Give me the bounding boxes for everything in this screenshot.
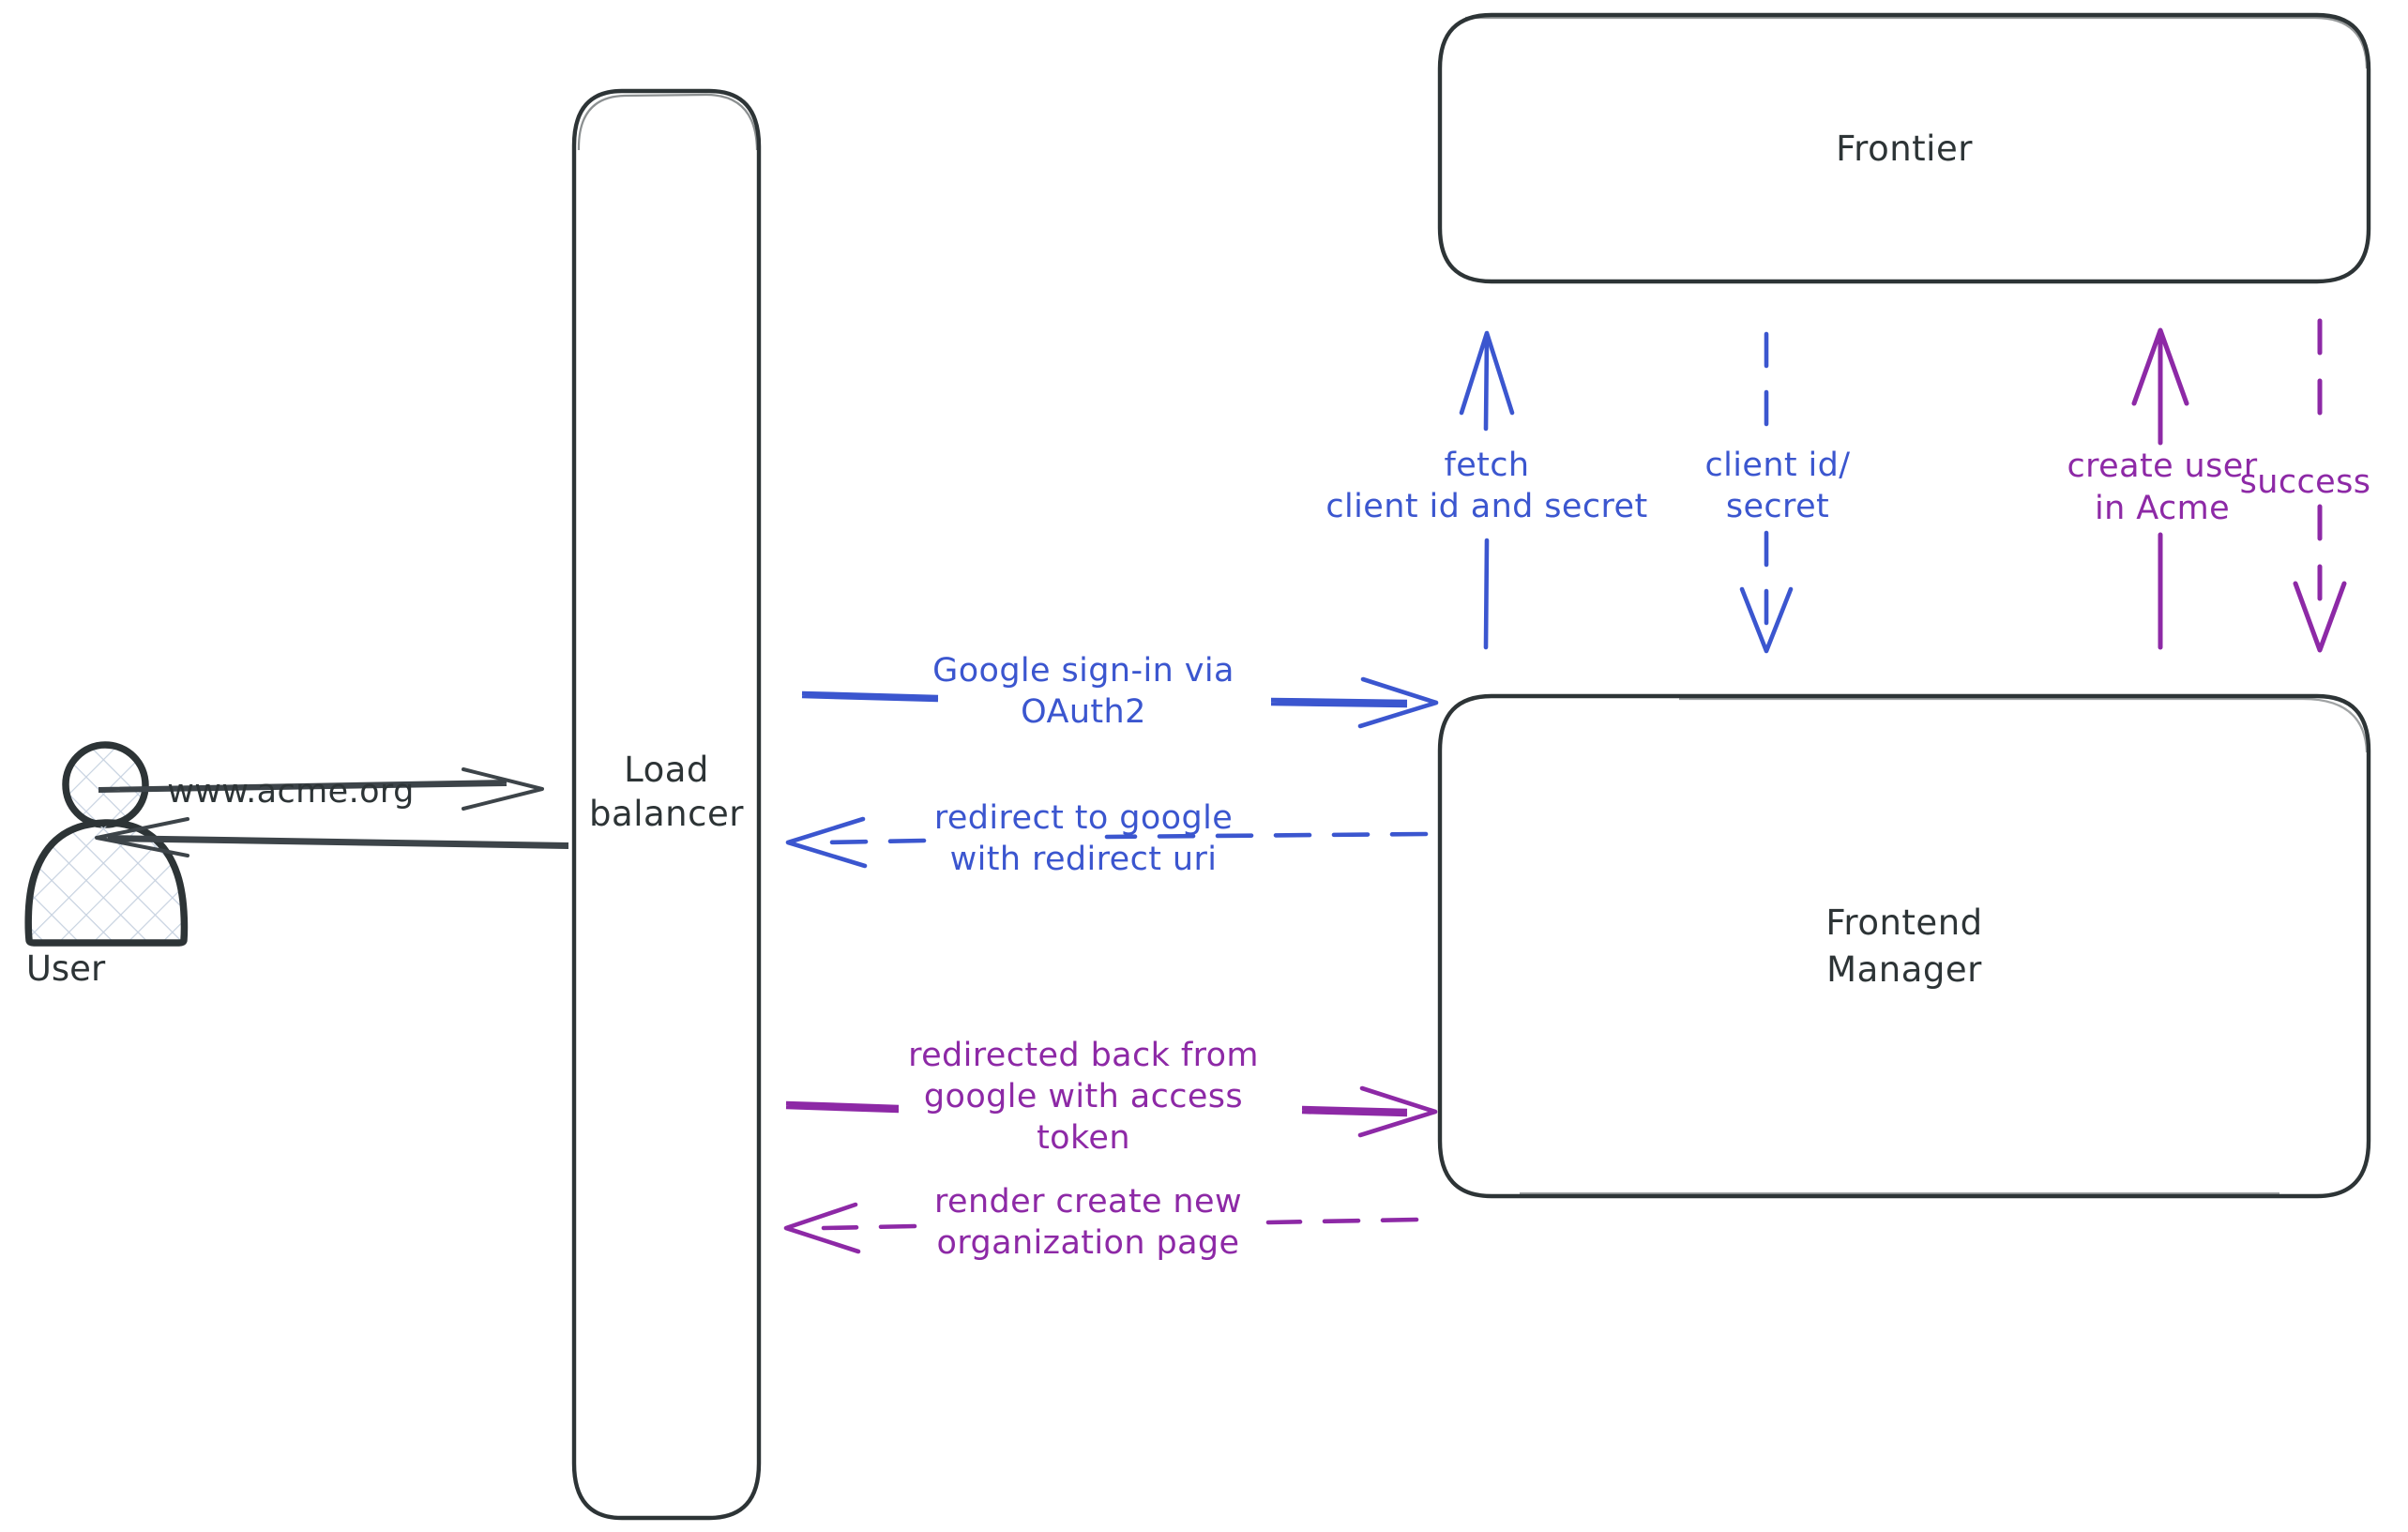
edge-frontier-to-fm-success: [2293, 318, 2347, 653]
user-actor-icon: [24, 741, 189, 947]
node-frontier[interactable]: [1437, 12, 2371, 284]
edge-frontier-to-fm-creds: [1739, 331, 1794, 654]
edge-lb-to-user: [95, 817, 569, 857]
edge-user-to-lb: [98, 767, 544, 811]
edge-fm-to-lb-redirect: [785, 816, 1429, 869]
edge-fm-to-lb-render: [783, 1202, 1419, 1254]
edge-fm-to-frontier-create: [2131, 327, 2189, 650]
node-frontend-manager[interactable]: [1437, 693, 2371, 1199]
edge-lb-to-fm-signin: [801, 676, 1439, 729]
node-load-balancer[interactable]: [571, 88, 762, 1521]
edge-fm-to-frontier-fetch: [1459, 330, 1515, 650]
edge-lb-to-fm-token: [785, 1085, 1438, 1138]
